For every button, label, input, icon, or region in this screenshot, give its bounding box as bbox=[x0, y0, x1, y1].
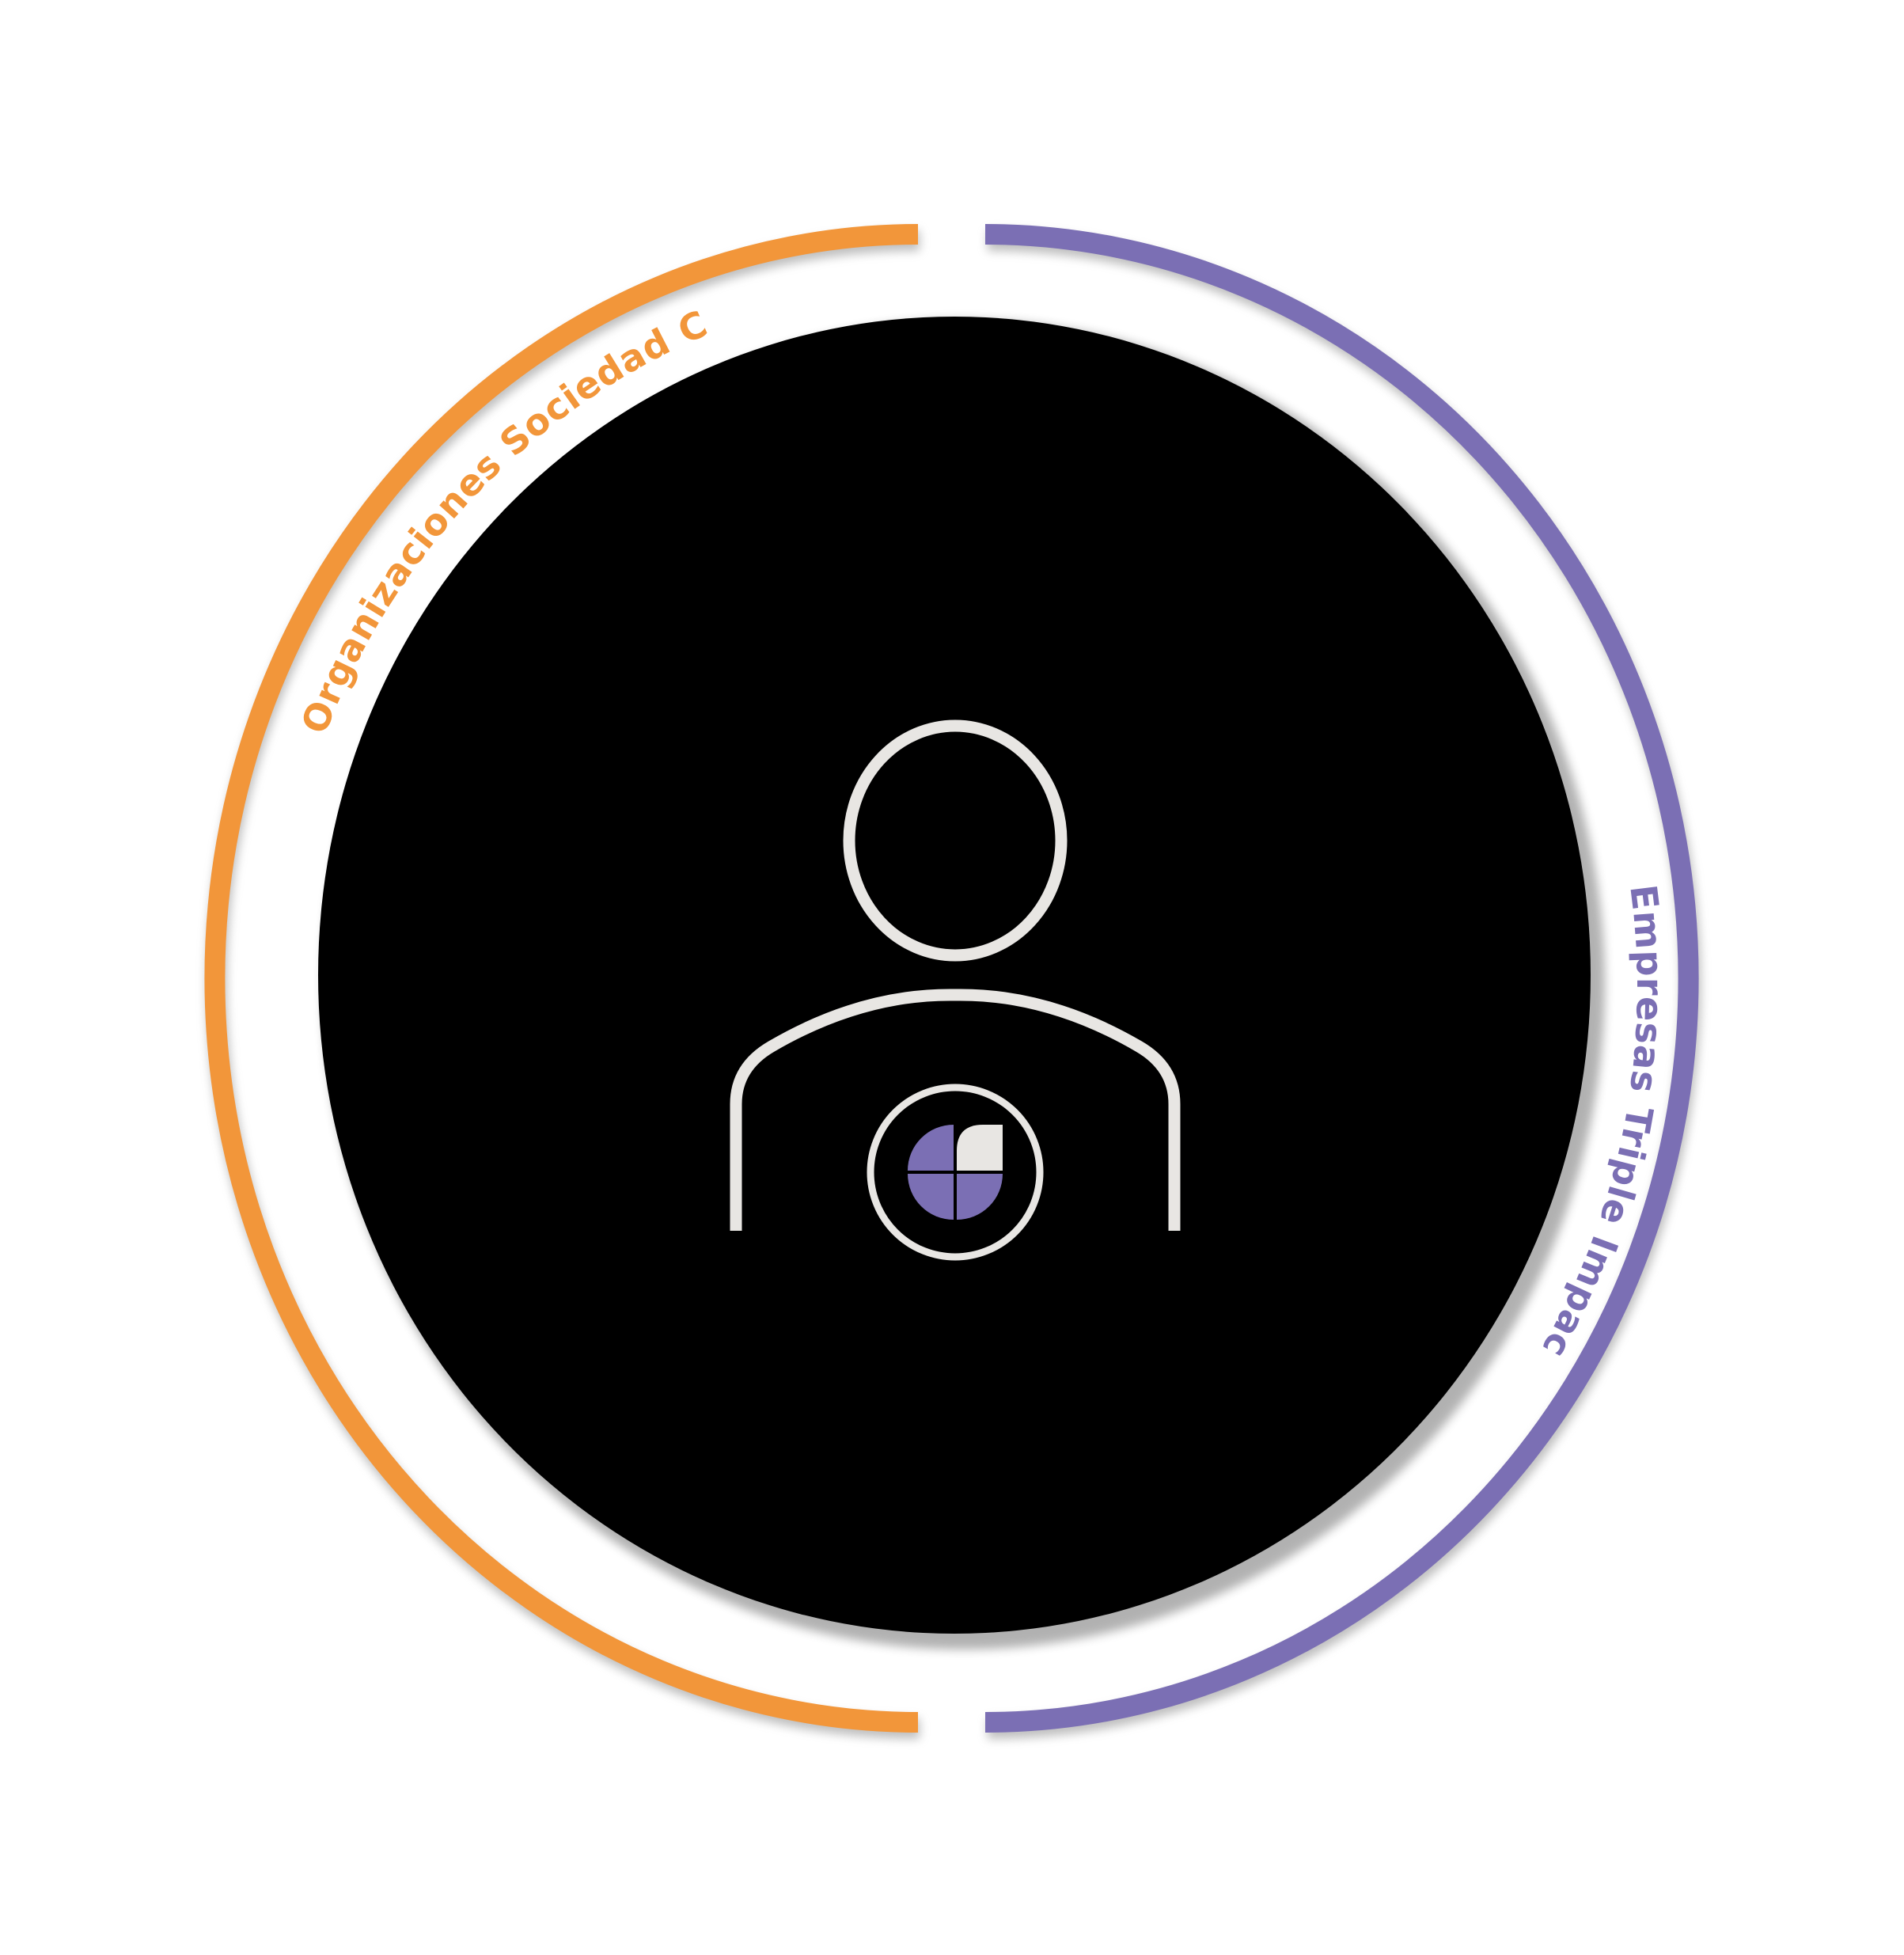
center-disc bbox=[318, 317, 1591, 1634]
logo-quadrant-top-left bbox=[908, 1125, 954, 1171]
logo-quadrant-bottom-left bbox=[908, 1174, 954, 1220]
logo-quadrant-top-right bbox=[957, 1125, 1003, 1171]
logo-quadrant-bottom-right bbox=[957, 1174, 1003, 1220]
orange-arc bbox=[204, 224, 919, 1733]
person-shoulders bbox=[730, 989, 1181, 1231]
person-outline-icon bbox=[730, 719, 1181, 1231]
quadrant-logo-icon bbox=[867, 1084, 1044, 1261]
person-head bbox=[843, 719, 1068, 962]
badge-ring bbox=[867, 1084, 1044, 1261]
purple-arc bbox=[984, 224, 1699, 1733]
